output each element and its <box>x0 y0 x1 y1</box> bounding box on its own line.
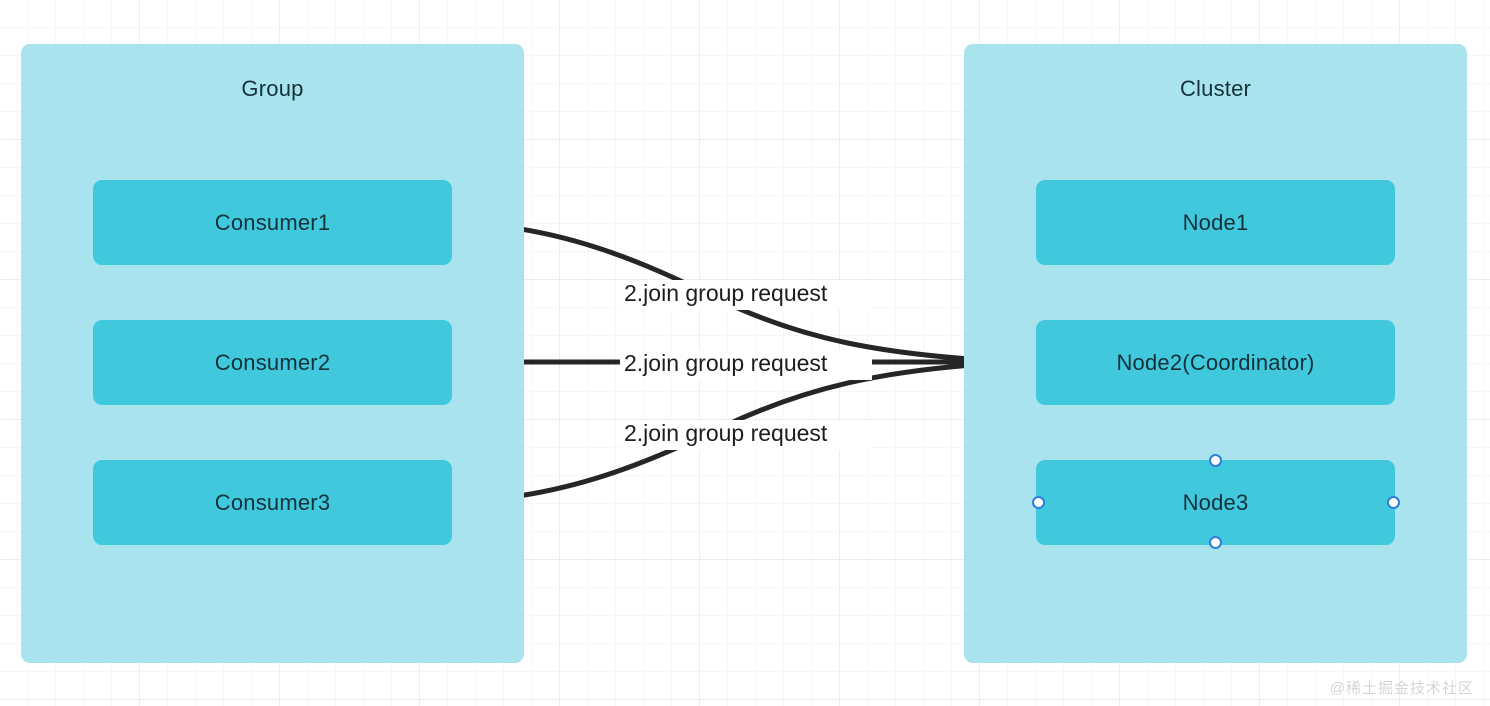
group-container[interactable]: Group Consumer1 Consumer2 Consumer3 <box>21 44 524 663</box>
node-node3[interactable]: Node3 <box>1036 460 1395 545</box>
node-consumer2[interactable]: Consumer2 <box>93 320 452 405</box>
watermark: @稀土掘金技术社区 <box>1329 680 1474 697</box>
edge-label-3-backdrop <box>620 420 872 450</box>
node-consumer3-label: Consumer3 <box>214 489 331 515</box>
node-node2-label: Node2(Coordinator) <box>1116 349 1315 375</box>
node-consumer3[interactable]: Consumer3 <box>93 460 452 545</box>
edge-label-1: 2.join group request <box>624 280 828 306</box>
node-consumer1[interactable]: Consumer1 <box>93 180 452 265</box>
node-consumer2-label: Consumer2 <box>214 349 331 375</box>
node-node3-label: Node3 <box>1182 489 1249 515</box>
resize-handle-left[interactable] <box>1032 496 1045 509</box>
group-title: Group <box>241 76 304 101</box>
cluster-title: Cluster <box>1179 76 1252 101</box>
cluster-container[interactable]: Cluster Node1 Node2(Coordinator) Node3 <box>964 44 1467 663</box>
edge-label-1-backdrop <box>620 280 872 310</box>
node-node1[interactable]: Node1 <box>1036 180 1395 265</box>
edge-label-2-backdrop <box>620 350 872 380</box>
resize-handle-top[interactable] <box>1209 454 1222 467</box>
edge-label-3: 2.join group request <box>624 420 828 446</box>
node-node1-label: Node1 <box>1182 209 1249 235</box>
edge-label-2: 2.join group request <box>624 350 828 376</box>
resize-handle-bottom[interactable] <box>1209 536 1222 549</box>
resize-handle-right[interactable] <box>1387 496 1400 509</box>
node-node2-coordinator[interactable]: Node2(Coordinator) <box>1036 320 1395 405</box>
node-consumer1-label: Consumer1 <box>214 209 331 235</box>
